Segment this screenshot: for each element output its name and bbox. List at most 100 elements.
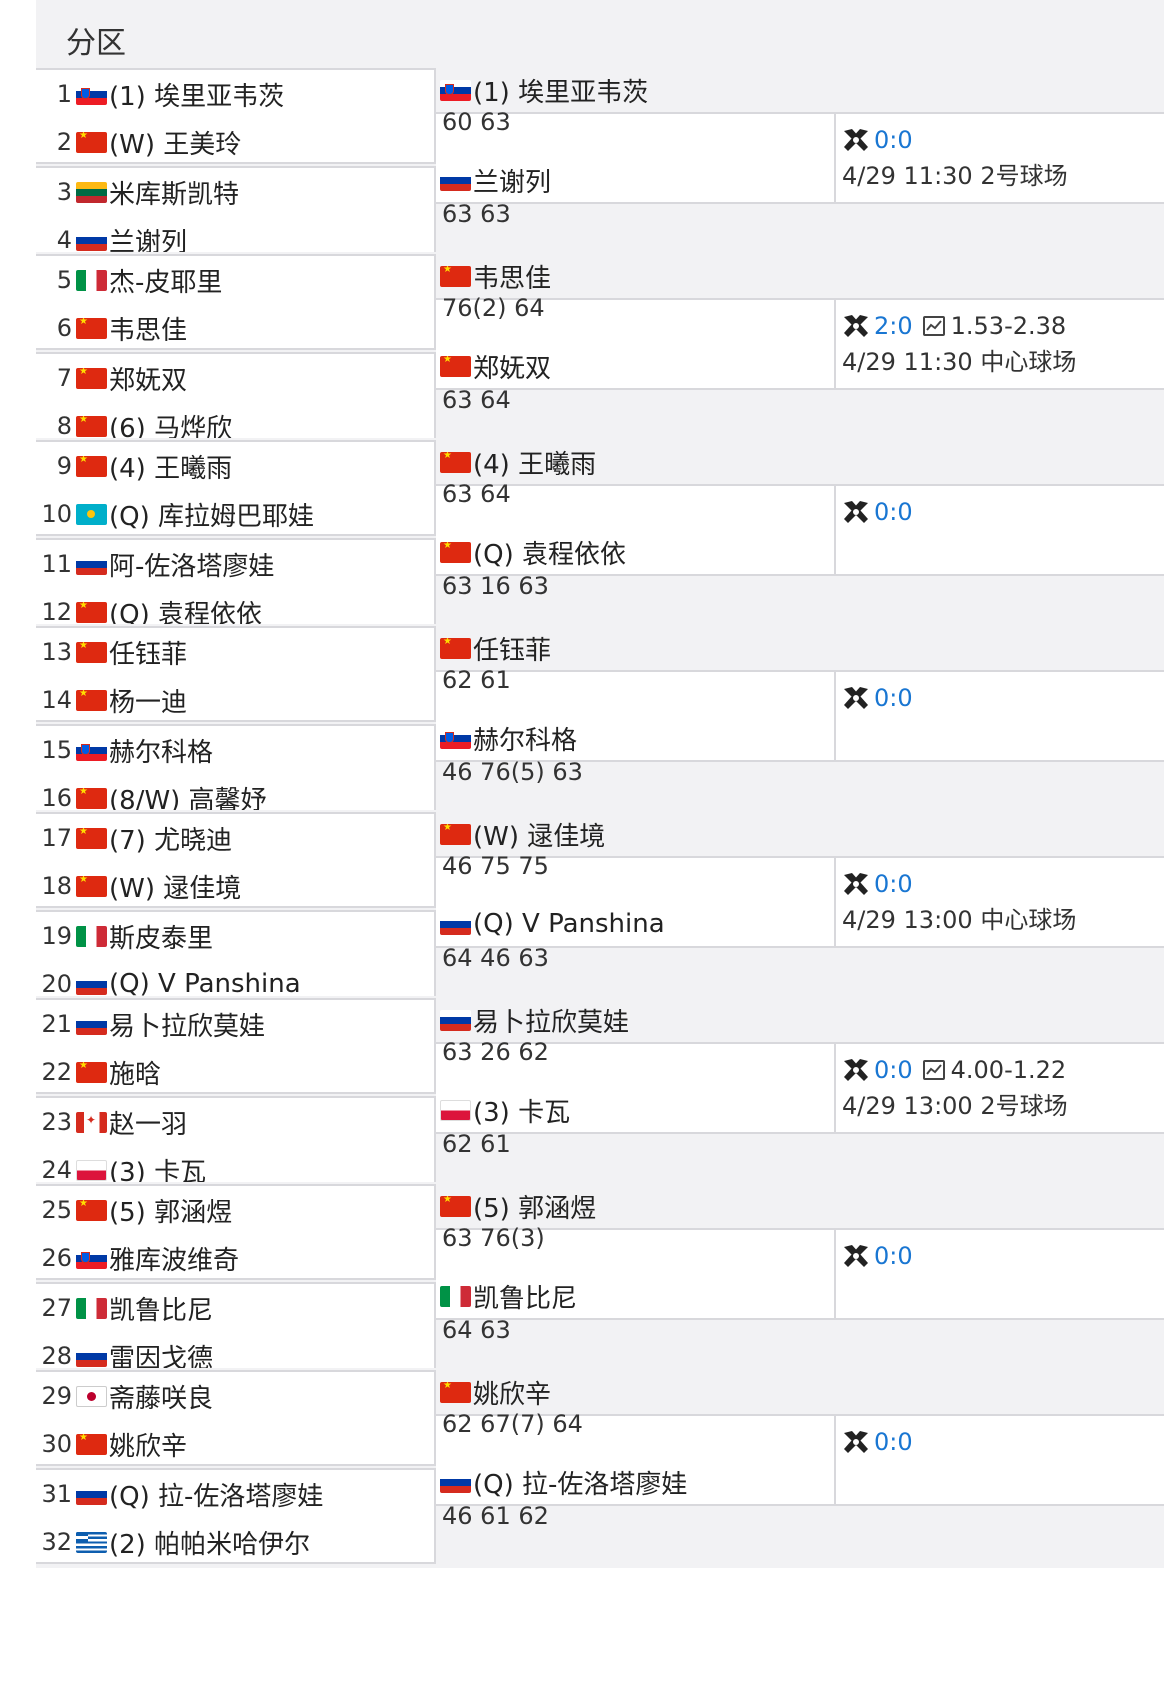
first-round-match[interactable]: 23赵一羽24(3) 卡瓦 <box>36 1096 436 1192</box>
player-row[interactable]: 18(W) 逯佳境 <box>36 862 241 910</box>
advanced-player[interactable]: (Q) 拉-佐洛塔廖娃 <box>440 1462 687 1502</box>
head-to-head-icon[interactable] <box>842 871 870 897</box>
advanced-player[interactable]: 凯鲁比尼 <box>440 1276 577 1316</box>
player-row[interactable]: 6韦思佳 <box>36 304 187 352</box>
second-round-match-box[interactable] <box>436 856 836 948</box>
odds-chart-icon[interactable] <box>922 316 945 336</box>
head-to-head-record[interactable]: 0:0 <box>874 1056 913 1084</box>
betting-odds[interactable]: 1.53-2.38 <box>950 312 1067 340</box>
player-row[interactable]: 13任钰菲 <box>36 628 187 676</box>
betting-odds[interactable]: 4.00-1.22 <box>950 1056 1067 1084</box>
advanced-player[interactable]: 韦思佳 <box>440 256 551 296</box>
player-row[interactable]: 9(4) 王曦雨 <box>36 442 232 490</box>
head-to-head-icon[interactable] <box>842 1429 870 1455</box>
player-row[interactable]: 7郑妩双 <box>36 354 187 402</box>
second-round-match-box[interactable] <box>436 670 836 762</box>
first-round-match[interactable]: 7郑妩双8(6) 马烨欣 <box>36 352 436 448</box>
odds-chart-icon[interactable] <box>922 1060 945 1080</box>
head-to-head-record[interactable]: 0:0 <box>874 1428 913 1456</box>
player-row[interactable]: 25(5) 郭涵煜 <box>36 1186 232 1234</box>
player-row[interactable]: 23赵一羽 <box>36 1098 187 1146</box>
player-row[interactable]: 22施晗 <box>36 1048 161 1096</box>
second-round-match-box[interactable] <box>436 1042 836 1134</box>
first-round-match[interactable]: 29斋藤咲良30姚欣辛 <box>36 1370 436 1466</box>
head-to-head-icon[interactable] <box>842 1057 870 1083</box>
first-round-match[interactable]: 13任钰菲14杨一迪 <box>36 626 436 722</box>
player-row[interactable]: 20(Q) V Panshina <box>36 960 300 1008</box>
second-round-match-box[interactable] <box>436 298 836 390</box>
second-round-match-box[interactable] <box>436 112 836 204</box>
advanced-player[interactable]: (Q) 袁程依依 <box>440 532 626 572</box>
second-round-match-box[interactable] <box>436 484 836 576</box>
head-to-head-icon[interactable] <box>842 499 870 525</box>
player-row[interactable]: 10(Q) 库拉姆巴耶娃 <box>36 490 314 538</box>
advanced-player[interactable]: 兰谢列 <box>440 160 551 200</box>
first-round-match[interactable]: 5杰-皮耶里6韦思佳 <box>36 254 436 350</box>
advanced-player[interactable]: (W) 逯佳境 <box>440 814 605 854</box>
head-to-head-icon[interactable] <box>842 1243 870 1269</box>
upcoming-match-info[interactable]: 0:0 <box>836 670 1164 762</box>
player-row[interactable]: 1(1) 埃里亚韦茨 <box>36 70 284 118</box>
upcoming-match-info[interactable]: 0:0 <box>836 484 1164 576</box>
player-row[interactable]: 30姚欣辛 <box>36 1420 187 1468</box>
head-to-head-icon[interactable] <box>842 313 870 339</box>
head-to-head-record[interactable]: 0:0 <box>874 126 913 154</box>
advanced-player[interactable]: 姚欣辛 <box>440 1372 551 1412</box>
player-name: (Q) 袁程依依 <box>473 539 627 570</box>
country-flag-icon <box>440 1471 471 1493</box>
player-row[interactable]: 31(Q) 拉-佐洛塔廖娃 <box>36 1470 323 1518</box>
match-stats-line: 0:0 <box>842 684 913 712</box>
advanced-player[interactable]: (4) 王曦雨 <box>440 442 596 482</box>
upcoming-match-info[interactable]: 0:0 <box>836 1414 1164 1506</box>
advanced-player[interactable]: 赫尔科格 <box>440 718 577 758</box>
advanced-player[interactable]: (3) 卡瓦 <box>440 1090 570 1130</box>
first-round-match[interactable]: 21易卜拉欣莫娃22施晗 <box>36 998 436 1094</box>
advanced-player[interactable]: 郑妩双 <box>440 346 551 386</box>
draw-position: 12 <box>41 598 72 626</box>
advanced-player[interactable]: 易卜拉欣莫娃 <box>440 1000 629 1040</box>
advanced-player[interactable]: (5) 郭涵煜 <box>440 1186 596 1226</box>
head-to-head-record[interactable]: 0:0 <box>874 1242 913 1270</box>
player-row[interactable]: 32(2) 帕帕米哈伊尔 <box>36 1518 310 1566</box>
player-row[interactable]: 17(7) 尤晓迪 <box>36 814 232 862</box>
bracket-section: 5杰-皮耶里6韦思佳7郑妩双8(6) 马烨欣韦思佳76(2) 64郑妩双63 6… <box>36 252 1164 452</box>
head-to-head-icon[interactable] <box>842 127 870 153</box>
head-to-head-record[interactable]: 0:0 <box>874 498 913 526</box>
draw-position: 16 <box>41 784 72 812</box>
head-to-head-record[interactable]: 0:0 <box>874 870 913 898</box>
second-round-match-box[interactable] <box>436 1228 836 1320</box>
advanced-player[interactable]: (1) 埃里亚韦茨 <box>440 70 648 110</box>
player-row[interactable]: 14杨一迪 <box>36 676 187 724</box>
head-to-head-icon[interactable] <box>842 685 870 711</box>
upcoming-match-info[interactable]: 0:0 <box>836 1228 1164 1320</box>
second-round-match-box[interactable] <box>436 1414 836 1506</box>
head-to-head-record[interactable]: 0:0 <box>874 684 913 712</box>
advanced-player[interactable]: 任钰菲 <box>440 628 551 668</box>
head-to-head-record[interactable]: 2:0 <box>874 312 913 340</box>
advanced-player[interactable]: (Q) V Panshina <box>440 904 665 944</box>
player-row[interactable]: 2(W) 王美玲 <box>36 118 242 166</box>
